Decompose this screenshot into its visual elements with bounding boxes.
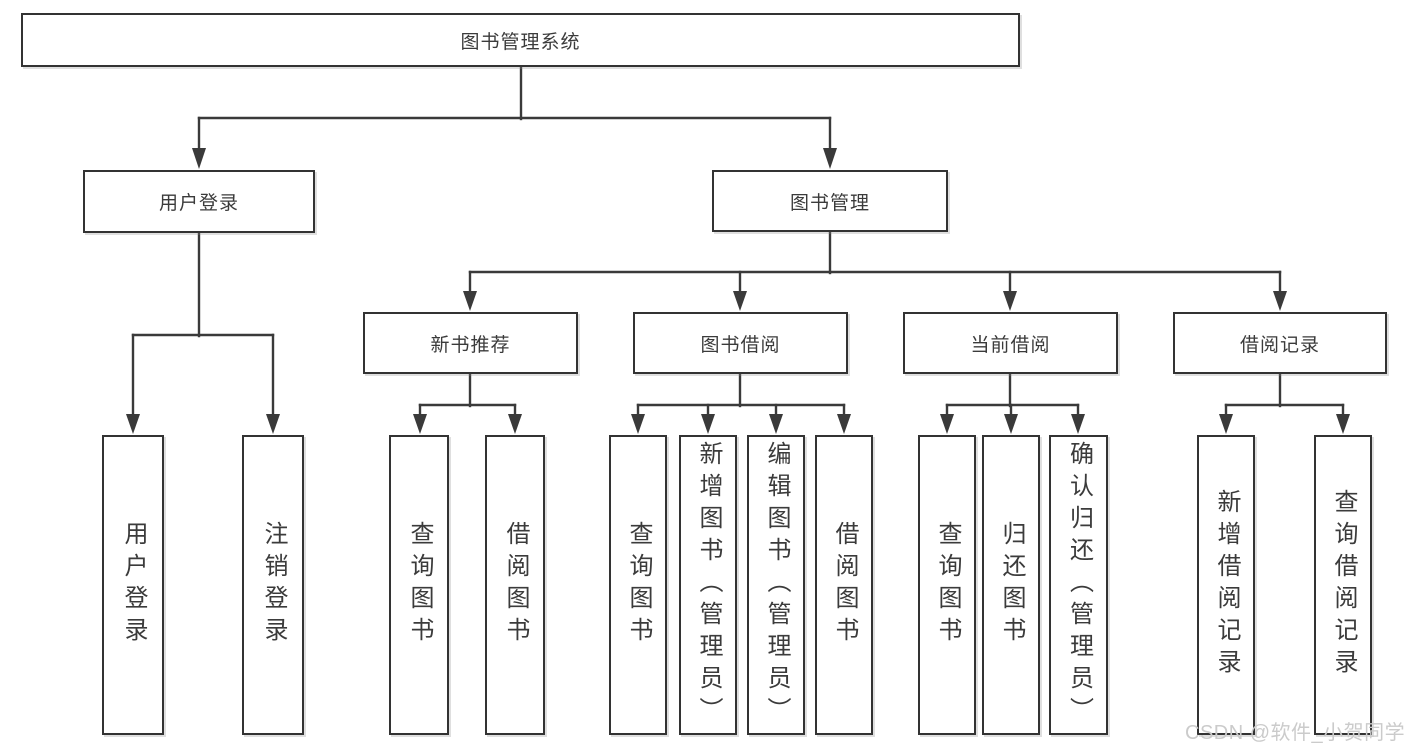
- leaf-bb-add-books-admin: 新增图书（管理员）: [679, 435, 737, 735]
- node-label: 图书管理系统: [460, 31, 581, 53]
- leaf-label: 借阅图书: [502, 521, 529, 649]
- leaf-cb-confirm-return-admin: 确认归还（管理员）: [1049, 435, 1108, 735]
- leaf-bb-edit-books-admin: 编辑图书（管理员）: [747, 435, 805, 735]
- node-label: 图书借阅: [700, 334, 781, 356]
- node-label: 新书推荐: [430, 334, 511, 356]
- node-current-borrowing: 当前借阅: [903, 312, 1118, 374]
- leaf-label: 确认归还（管理员）: [1065, 441, 1093, 729]
- node-label: 图书管理: [789, 192, 870, 214]
- leaf-user-login: 用户登录: [102, 435, 164, 735]
- leaf-label: 借阅图书: [831, 521, 858, 649]
- node-user-login: 用户登录: [83, 170, 315, 233]
- node-book-management: 图书管理: [712, 170, 948, 232]
- leaf-br-add-record: 新增借阅记录: [1197, 435, 1255, 735]
- leaf-nb-borrow-books: 借阅图书: [485, 435, 545, 735]
- node-borrowing-records: 借阅记录: [1173, 312, 1387, 374]
- leaf-label: 编辑图书（管理员）: [763, 441, 790, 729]
- leaf-label: 查询借阅记录: [1330, 489, 1357, 681]
- edge-current-borrowing-split: [940, 372, 1085, 434]
- edge-new-book-split: [413, 372, 522, 434]
- edge-root-split: [192, 65, 837, 169]
- node-label: 用户登录: [158, 193, 239, 214]
- node-label: 当前借阅: [970, 334, 1051, 356]
- leaf-nb-query-books: 查询图书: [389, 435, 449, 735]
- node-label: 借阅记录: [1239, 334, 1320, 356]
- leaf-bb-query-books: 查询图书: [609, 435, 667, 735]
- csdn-watermark: CSDN @软件_小贺同学: [1185, 722, 1405, 744]
- leaf-logout: 注销登录: [242, 435, 304, 735]
- leaf-br-query-record: 查询借阅记录: [1314, 435, 1372, 735]
- node-book-borrowing: 图书借阅: [633, 312, 848, 374]
- leaf-label: 查询图书: [934, 521, 961, 649]
- leaf-label: 查询图书: [406, 521, 433, 649]
- leaf-cb-query-books: 查询图书: [918, 435, 976, 735]
- node-library-system: 图书管理系统: [21, 13, 1020, 67]
- leaf-label: 注销登录: [260, 521, 287, 649]
- edge-book-management-split: [463, 230, 1287, 311]
- edge-book-borrowing-split: [631, 372, 851, 434]
- edge-borrowing-records-split: [1219, 372, 1350, 434]
- edge-user-login-split: [126, 231, 280, 434]
- leaf-label: 归还图书: [998, 521, 1025, 649]
- leaf-label: 查询图书: [625, 521, 652, 649]
- node-new-book-recommendation: 新书推荐: [363, 312, 578, 374]
- leaf-label: 新增借阅记录: [1213, 489, 1240, 681]
- leaf-bb-borrow-books: 借阅图书: [815, 435, 873, 735]
- leaf-cb-return-books: 归还图书: [982, 435, 1040, 735]
- leaf-label: 用户登录: [120, 521, 147, 649]
- leaf-label: 新增图书（管理员）: [695, 441, 722, 729]
